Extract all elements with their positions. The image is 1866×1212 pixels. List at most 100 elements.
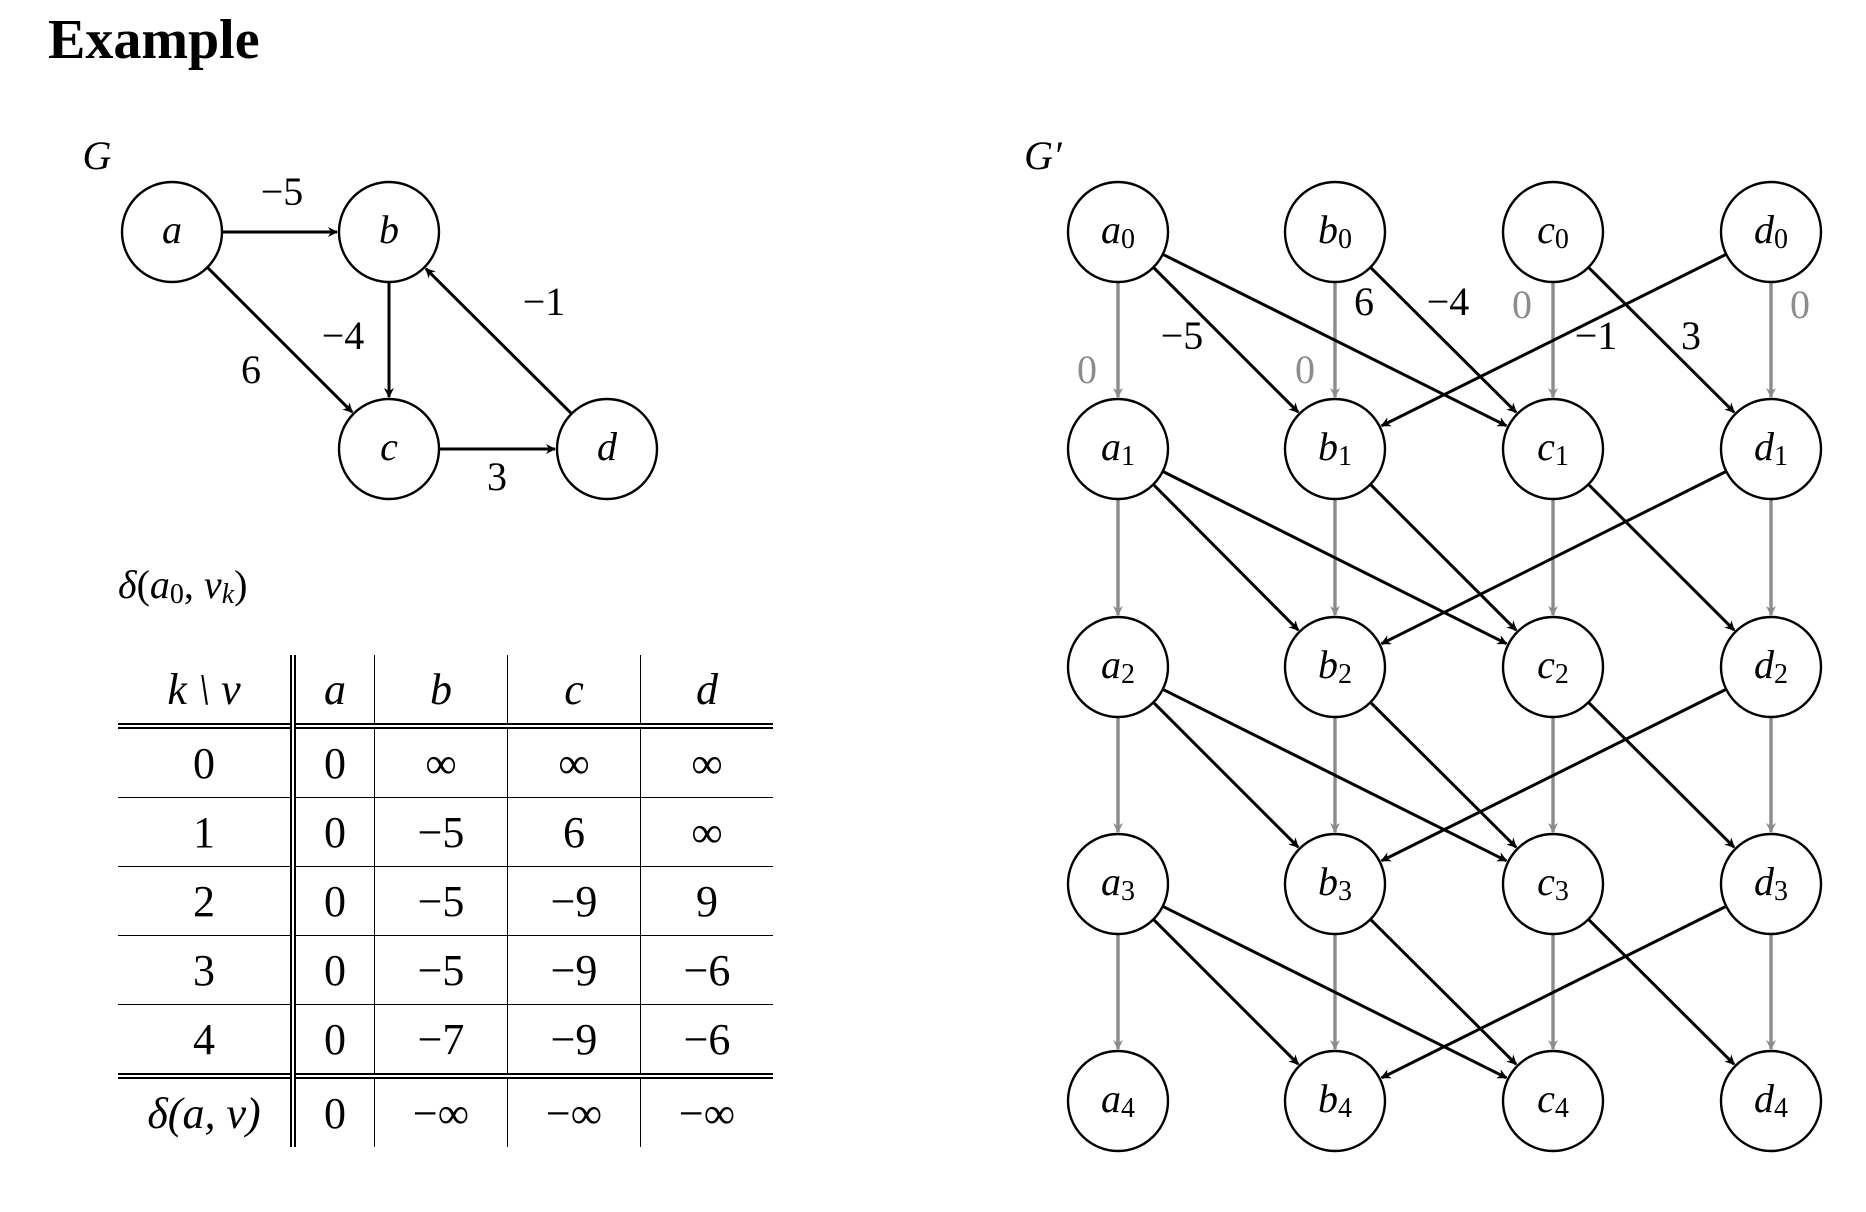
row-k-label: 2 [118, 866, 293, 936]
node-label: d0 [1754, 207, 1788, 255]
node-subscript: 1 [1555, 441, 1569, 472]
node-letter: b [1318, 642, 1338, 687]
final-row-label: δ(a, v) [118, 1073, 293, 1147]
node-letter: d [597, 424, 618, 469]
table-cell-a: 0 [290, 1004, 375, 1076]
table-cell-b: −5 [374, 935, 508, 1005]
node-circle [1719, 180, 1823, 284]
table-cell-c: −9 [507, 866, 641, 936]
node-letter: b [1318, 859, 1338, 904]
column-header-d: d [640, 655, 773, 726]
node-subscript: 1 [1338, 441, 1352, 472]
node-c2: c2 [1501, 615, 1605, 719]
node-subscript: 4 [1338, 1093, 1352, 1124]
node-subscript: 4 [1774, 1093, 1788, 1124]
table-cell-d: −6 [640, 935, 773, 1005]
layer-edge-d3-b4 [1380, 904, 1727, 1080]
layer-edge-b0-c1 [1369, 266, 1518, 414]
node-circle [1066, 180, 1170, 284]
final-cell-a: 0 [290, 1073, 375, 1147]
node-subscript: 3 [1121, 876, 1135, 907]
node-letter: c [1537, 424, 1555, 469]
layer-edge-c3-d4 [1587, 918, 1736, 1066]
row-k-label: 3 [118, 935, 293, 1005]
stay-weight-c0: 0 [1512, 282, 1532, 327]
layer0-weight-a-c: 6 [1354, 279, 1374, 324]
node-subscript: 3 [1338, 876, 1352, 907]
node-letter: a [162, 207, 182, 252]
node-d2: d2 [1719, 615, 1823, 719]
layer-edge-a2-b3 [1152, 701, 1300, 849]
layer-edge-d2-b3 [1380, 687, 1727, 863]
node-letter: c [380, 424, 398, 469]
node-subscript: 3 [1555, 876, 1569, 907]
node-circle [1501, 615, 1605, 719]
table-cell-b: −5 [374, 797, 508, 867]
table-cell-b: −7 [374, 1004, 508, 1076]
node-letter: b [1318, 207, 1338, 252]
stay-weight-a0: 0 [1077, 347, 1097, 392]
node-circle [1501, 832, 1605, 936]
node-d1: d1 [1719, 397, 1823, 501]
node-subscript: 4 [1121, 1093, 1135, 1124]
edge-weight-b-c: −4 [322, 313, 365, 358]
node-subscript: 2 [1774, 659, 1788, 690]
node-subscript: 3 [1774, 876, 1788, 907]
node-letter: d [1754, 207, 1775, 252]
edge-a-c [206, 266, 354, 414]
node-c1: c1 [1501, 397, 1605, 501]
stay-weight-d0: 0 [1790, 282, 1810, 327]
node-subscript: 0 [1774, 224, 1788, 255]
node-circle [337, 397, 441, 501]
table-corner-header: k \ v [167, 664, 241, 714]
layer-edge-a3-c4 [1162, 904, 1508, 1080]
table-cell-a: 0 [290, 723, 375, 798]
node-label: c2 [1537, 642, 1569, 690]
column-header-c: c [507, 655, 641, 726]
node-label: b [379, 207, 399, 252]
layer-edge-a0-c1 [1162, 252, 1508, 428]
node-subscript: 0 [1338, 224, 1352, 255]
row-k-label: 0 [118, 723, 293, 798]
layer0-weight-d-b: −1 [1575, 313, 1618, 358]
node-letter: c [1537, 859, 1555, 904]
layer-edge-c2-d3 [1587, 701, 1736, 849]
layer-edge-a3-b4 [1152, 918, 1300, 1066]
node-label: a [162, 207, 182, 252]
node-letter: a [1101, 642, 1121, 687]
table-cell-c: ∞ [507, 723, 641, 798]
node-circle [555, 397, 659, 501]
node-label: d3 [1754, 859, 1788, 907]
edge-weight-d-b: −1 [523, 279, 566, 324]
node-subscript: 4 [1555, 1093, 1569, 1124]
edge-weight-a-c: 6 [241, 347, 261, 392]
edge-weight-a-b: −5 [261, 169, 304, 214]
node-label: a1 [1101, 424, 1135, 472]
node-circle [1501, 1049, 1605, 1153]
table-cell-d: 9 [640, 866, 773, 936]
row-k-label: 1 [118, 797, 293, 867]
layer-edge-d0-b1 [1380, 252, 1727, 428]
node-letter: a [1101, 859, 1121, 904]
caption-comma: , [184, 562, 204, 607]
node-circle [1719, 397, 1823, 501]
table-cell-b: −5 [374, 866, 508, 936]
node-subscript: 0 [1555, 224, 1569, 255]
node-letter: d [1754, 1076, 1775, 1121]
table-cell-b: ∞ [374, 723, 508, 798]
node-d: d [555, 397, 659, 501]
node-c3: c3 [1501, 832, 1605, 936]
node-b1: b1 [1283, 397, 1387, 501]
node-label: a3 [1101, 859, 1135, 907]
node-label: b4 [1318, 1076, 1352, 1124]
node-circle [1283, 397, 1387, 501]
caption-paren: ( [137, 562, 150, 607]
node-circle [337, 180, 441, 284]
layer-edge-b2-c3 [1369, 701, 1518, 849]
node-subscript: 1 [1774, 441, 1788, 472]
column-header-a: a [290, 655, 375, 726]
